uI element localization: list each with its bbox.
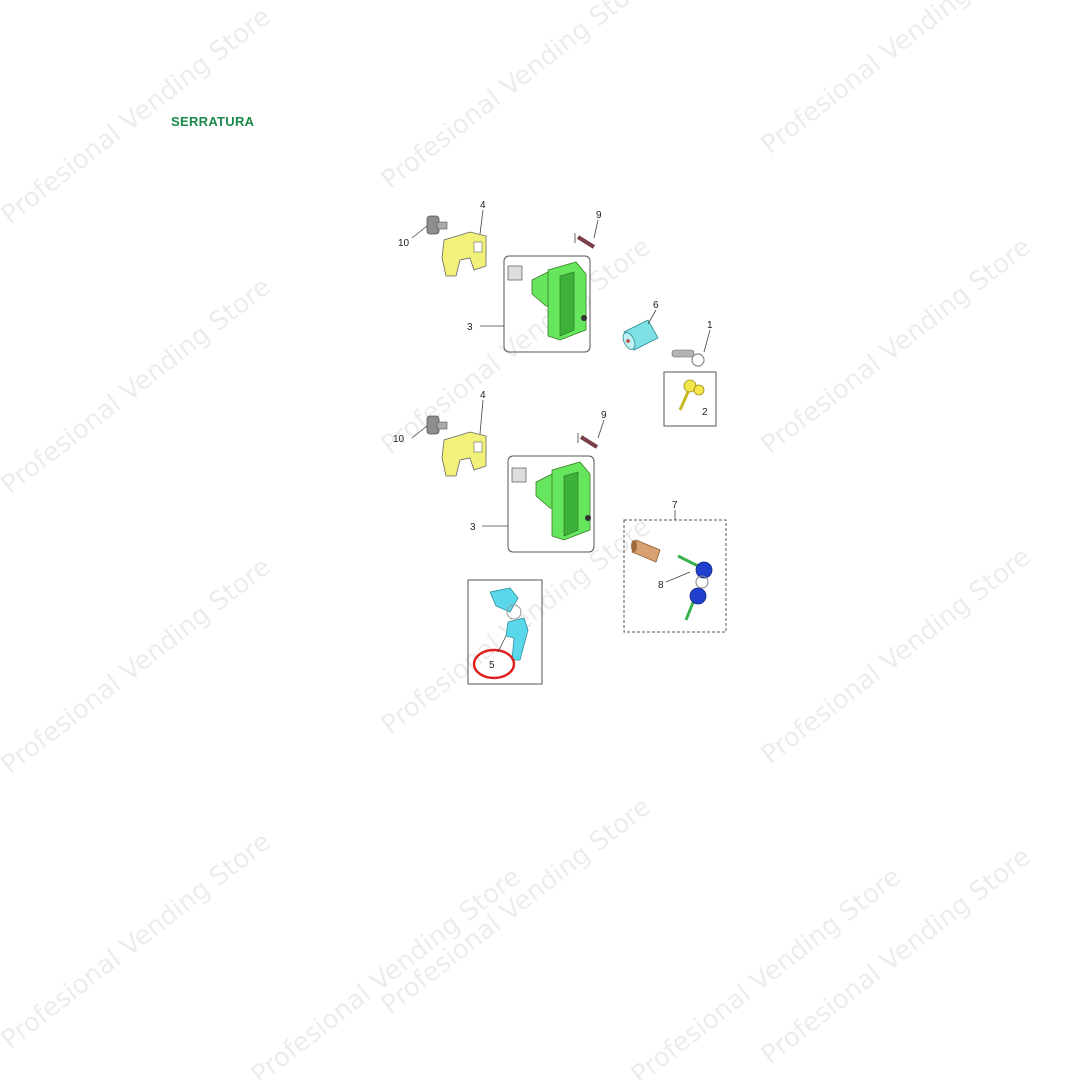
watermark-text: Profesional Vending Store [376, 0, 657, 196]
bracket-icon [441, 231, 487, 277]
watermark-text: Profesional Vending Store [756, 232, 1037, 461]
part-label-6: 6 [653, 300, 659, 311]
leader-lines [411, 399, 691, 653]
lock-body-icon [507, 261, 587, 341]
key-icon [489, 587, 529, 661]
part-label-9: 9 [601, 410, 607, 421]
part-label-10: 10 [393, 434, 405, 445]
screw-icon [574, 233, 596, 249]
screw-icon [577, 433, 599, 449]
watermark-text: Profesional Vending Store [756, 0, 1037, 161]
leader-lines [411, 209, 711, 353]
part-label-4: 4 [480, 390, 486, 401]
watermark-text: Profesional Vending Store [756, 542, 1037, 771]
watermark-text: Profesional Vending Store [376, 792, 657, 1021]
key-icon [671, 349, 705, 367]
lock-body-frame [503, 255, 591, 353]
watermark-text: Profesional Vending Store [246, 862, 527, 1080]
assembly-top: 10 4 9 3 6 1 2 [398, 200, 717, 427]
part-label-8: 8 [658, 580, 664, 591]
part-label-4: 4 [480, 200, 486, 211]
page-title: SERRATURA [171, 114, 255, 129]
bolt-icon [426, 415, 448, 435]
lock-barrel-icon [631, 539, 661, 563]
part-label-10: 10 [398, 238, 410, 249]
part-label-2: 2 [702, 407, 708, 418]
key-icon [678, 379, 705, 411]
assembly-bottom: 10 4 9 3 7 8 5 [393, 390, 727, 685]
part-label-3: 3 [467, 322, 473, 333]
part-label-3: 3 [470, 522, 476, 533]
lock-body-frame [507, 455, 595, 553]
bracket-icon [441, 431, 487, 477]
key-icon [677, 554, 713, 621]
lock-body-icon [511, 461, 591, 541]
highlight-circle [472, 648, 516, 680]
bolt-icon [426, 215, 448, 235]
part-label-1: 1 [707, 320, 713, 331]
part-label-7: 7 [672, 500, 678, 511]
watermark-text: Profesional Vending Store [0, 272, 277, 501]
watermark-text: Profesional Vending Store [0, 552, 277, 781]
part-label-9: 9 [596, 210, 602, 221]
part-label-5: 5 [489, 660, 495, 671]
keys-frame [663, 371, 717, 427]
cyan-keys-frame [467, 579, 543, 685]
cylinder-icon [622, 319, 659, 351]
watermark-text: Profesional Vending Store [0, 2, 277, 231]
watermark-text: Profesional Vending Store [0, 827, 277, 1056]
